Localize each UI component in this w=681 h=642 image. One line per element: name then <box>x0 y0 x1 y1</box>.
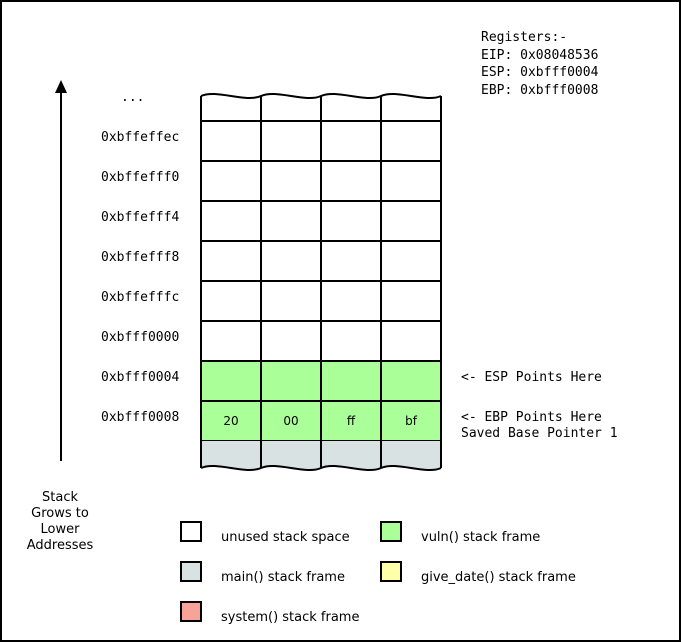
stack-cell <box>200 160 262 202</box>
stack-cell <box>200 320 262 362</box>
stack-cell <box>260 160 322 202</box>
stack-cell <box>260 320 322 362</box>
stack-row: 0xbffefff4 <box>101 200 442 242</box>
stack-cell <box>320 160 382 202</box>
stack-cell <box>260 400 322 442</box>
stack-row: 0xbffefff0 <box>101 160 442 202</box>
stack-cell <box>200 240 262 282</box>
growth-label-line: Grows to <box>31 506 89 521</box>
registers-title: Registers:- <box>481 30 567 45</box>
legend: unused stack space vuln() stack frame main… <box>180 521 576 625</box>
growth-label-line: Stack <box>42 490 78 505</box>
stack-address: 0xbffefff4 <box>101 210 179 225</box>
stack-row: 0xbfff0004 <box>101 360 442 402</box>
stack-address: 0xbfff0004 <box>101 370 179 385</box>
legend-swatch <box>180 521 202 542</box>
legend-item-vuln: vuln() stack frame <box>380 521 540 545</box>
stack-cell <box>380 320 442 362</box>
legend-item-system: system() stack frame <box>180 601 359 625</box>
stack-address: 0xbffefff0 <box>101 170 179 185</box>
legend-item-unused: unused stack space <box>180 521 350 545</box>
stack-cell <box>200 120 262 162</box>
stack-cell <box>260 240 322 282</box>
register-esp: ESP: 0xbfff0004 <box>481 65 599 80</box>
stack-cell <box>380 200 442 242</box>
stack-byte-value: 00 <box>283 414 298 428</box>
stack-cell <box>380 160 442 202</box>
legend-item-give-date: give_date() stack frame <box>380 561 576 585</box>
stack-cell <box>260 360 322 402</box>
stack-cell <box>380 400 442 442</box>
stack-row: 0xbffefffc <box>101 280 442 322</box>
ebp-annotation: <- EBP Points Here <box>461 410 602 425</box>
stack-cell <box>320 360 382 402</box>
stack-cell <box>320 320 382 362</box>
legend-label: vuln() stack frame <box>421 530 540 545</box>
stack-cell <box>200 360 262 402</box>
saved-base-pointer-annotation: Saved Base Pointer 1 <box>461 426 618 441</box>
legend-swatch <box>180 561 202 582</box>
legend-label: unused stack space <box>221 530 350 545</box>
register-ebp: EBP: 0xbfff0008 <box>481 83 598 98</box>
legend-label: system() stack frame <box>221 610 359 625</box>
stack-byte-value: 20 <box>223 414 238 428</box>
legend-swatch <box>380 561 402 582</box>
stack-cell <box>260 200 322 242</box>
growth-label: Stack Grows to Lower Addresses <box>27 490 94 553</box>
growth-arrow <box>55 80 67 461</box>
address-ellipsis: ... <box>121 90 144 105</box>
stack-address: 0xbffefffc <box>101 290 179 305</box>
growth-label-line: Addresses <box>27 538 94 553</box>
stack-address: 0xbfff0008 <box>101 410 179 425</box>
legend-label: give_date() stack frame <box>421 570 576 585</box>
stack-cell <box>380 280 442 322</box>
stack-grid: 0xbffeffec 0xbffefff0 0xbffefff4 0xbffefff8… <box>101 92 442 472</box>
stack-cell <box>320 240 382 282</box>
stack-cell <box>200 200 262 242</box>
stack-byte-value: ff <box>347 414 356 428</box>
stack-cell <box>380 240 442 282</box>
stack-address: 0xbffeffec <box>101 130 179 145</box>
stack-cell <box>380 360 442 402</box>
stack-address: 0xbfff0000 <box>101 330 179 345</box>
stack-cell <box>320 120 382 162</box>
growth-label-line: Lower <box>41 522 81 537</box>
stack-cell <box>380 120 442 162</box>
stack-cell <box>260 120 322 162</box>
stack-byte-value: bf <box>405 414 418 428</box>
esp-annotation: <- ESP Points Here <box>461 370 602 385</box>
stack-cell <box>320 280 382 322</box>
stack-cell <box>200 280 262 322</box>
legend-swatch <box>380 521 402 542</box>
legend-item-main: main() stack frame <box>180 561 345 585</box>
legend-label: main() stack frame <box>221 570 345 585</box>
stack-cell <box>260 280 322 322</box>
registers-panel: Registers:- EIP: 0x08048536 ESP: 0xbfff0… <box>481 30 599 98</box>
stack-cell <box>320 200 382 242</box>
legend-swatch <box>180 601 202 622</box>
stack-row: 0xbffeffec <box>101 120 442 162</box>
stack-row: 0xbfff0008 20 00 ff bf <box>101 400 442 442</box>
register-eip: EIP: 0x08048536 <box>481 48 598 63</box>
stack-address: 0xbffefff8 <box>101 250 179 265</box>
